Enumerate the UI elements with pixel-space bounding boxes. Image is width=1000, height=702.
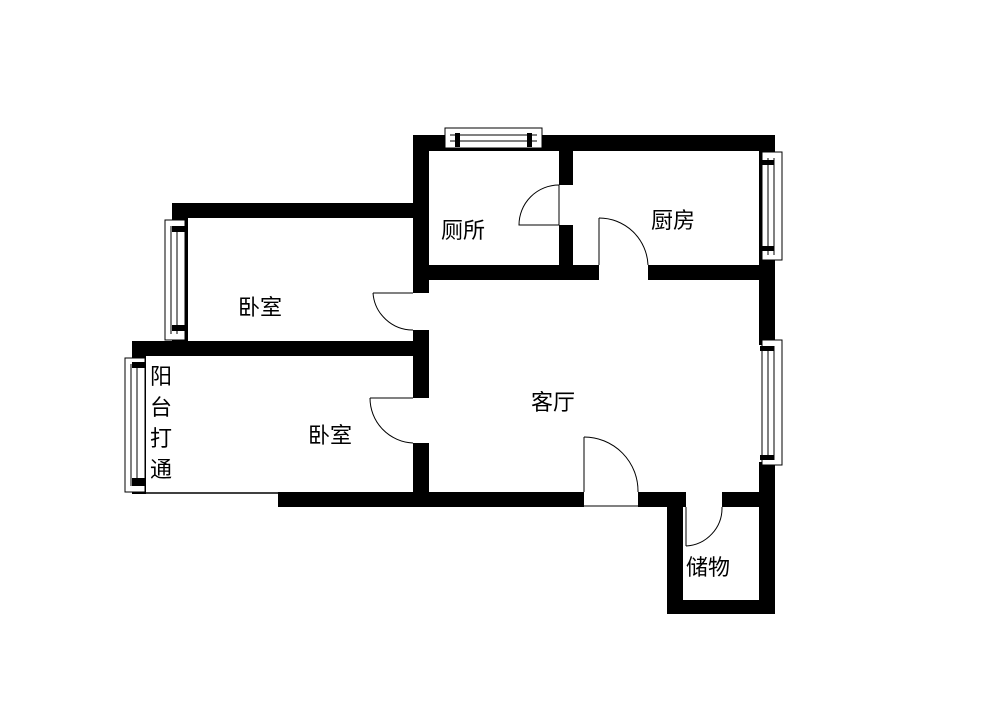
window-balcony — [124, 357, 146, 493]
room-label-bedroom-north: 卧室 — [238, 296, 283, 321]
wall-bedroom-n-right-upper — [413, 203, 429, 293]
wall-bottom-left — [278, 492, 584, 507]
room-label-balcony: 阳 台 打 通 — [149, 362, 173, 486]
wall-storage-left — [667, 492, 683, 614]
walls — [132, 135, 775, 614]
wall-bedroom-s-right-lower — [413, 443, 429, 507]
wall-bath-bottom — [413, 265, 599, 280]
wall-bedroom-divider — [132, 341, 429, 356]
wall-bedroom-s-right-upper — [413, 341, 429, 398]
balcony-char-3: 打 — [149, 427, 172, 452]
doors — [369, 184, 723, 547]
room-label-bathroom: 厕所 — [441, 219, 486, 244]
wall-storage-right — [759, 492, 775, 614]
window-living — [761, 339, 783, 466]
room-label-bedroom-south: 卧室 — [308, 424, 353, 449]
door-entry-arc — [583, 436, 639, 493]
door-kitchen-arc — [598, 217, 649, 266]
balcony-char-1: 阳 — [149, 365, 172, 390]
balcony-char-2: 台 — [149, 396, 172, 421]
balcony-char-4: 通 — [149, 458, 172, 483]
window-bathroom — [444, 127, 543, 149]
window-kitchen — [761, 151, 783, 261]
door-storage-arc — [685, 506, 723, 547]
room-label-living-room: 客厅 — [531, 391, 576, 416]
door-bathroom-arc — [518, 184, 560, 226]
windows — [124, 127, 783, 493]
wall-storage-bottom — [667, 600, 775, 614]
wall-living-right — [759, 265, 775, 345]
wall-kitchen-bottom — [648, 265, 775, 280]
wall-bath-kitchen-divider-upper — [559, 135, 573, 185]
door-bedroom-s-arc — [369, 397, 414, 444]
room-label-kitchen: 厨房 — [651, 209, 696, 234]
wall-bedroom-n-top — [172, 203, 422, 218]
door-bedroom-n-arc — [372, 292, 414, 331]
entry-marker — [762, 493, 775, 507]
window-bedroom-north — [164, 219, 186, 341]
room-label-storage: 储物 — [686, 556, 731, 581]
